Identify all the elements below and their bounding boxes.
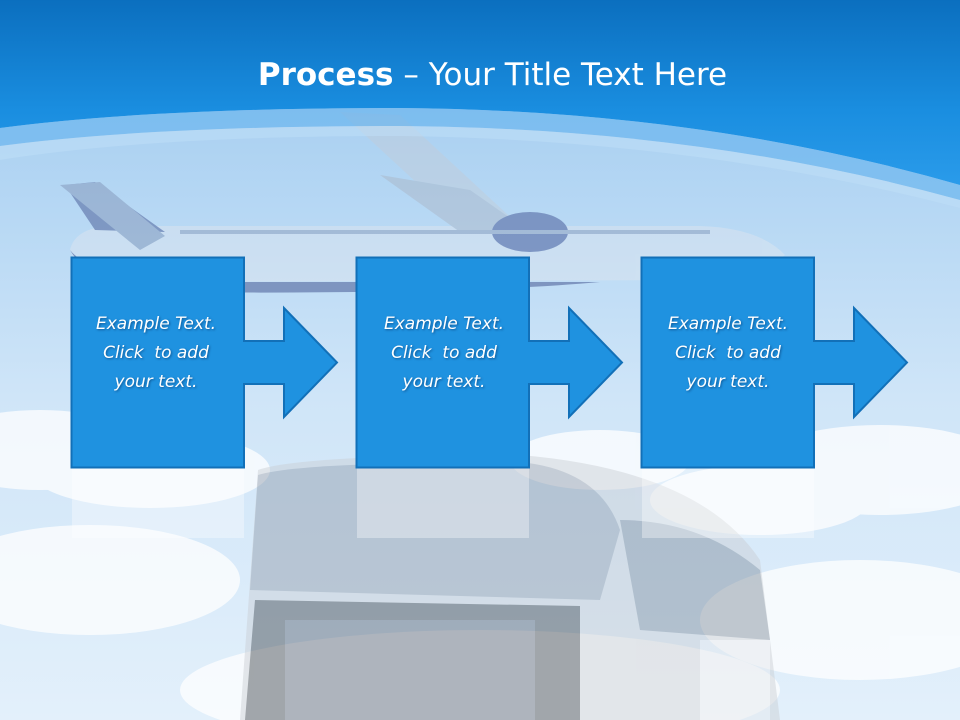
- step-1-line-1: Example Text.: [95, 314, 217, 334]
- step-3-line-2: Click to add: [675, 343, 781, 363]
- title-regular-text: Your Title Text Here: [428, 57, 728, 93]
- step-2-line-2: Click to add: [391, 343, 497, 363]
- step-2-line-3: your text.: [402, 372, 486, 392]
- process-step-3-shape[interactable]: [640, 256, 912, 469]
- airplane-image: [60, 112, 785, 293]
- process-step-1-text[interactable]: Example Text. Click to add your text.: [71, 310, 241, 397]
- step-1-line-2: Click to add: [103, 343, 209, 363]
- header-band: [0, 0, 960, 208]
- step-2-line-1: Example Text.: [383, 314, 505, 334]
- title-bold-text: Process: [257, 57, 394, 93]
- bus-image: [240, 455, 780, 720]
- step-3-line-1: Example Text.: [667, 314, 789, 334]
- step-3-line-3: your text.: [686, 372, 770, 392]
- process-step-3-text[interactable]: Example Text. Click to add your text.: [643, 310, 813, 397]
- box-reflections: [72, 468, 814, 538]
- process-step-2-text[interactable]: Example Text. Click to add your text.: [359, 310, 529, 397]
- process-step-2-shape[interactable]: [355, 256, 627, 469]
- process-step-1-shape[interactable]: [70, 256, 342, 469]
- title-dash: –: [393, 57, 429, 93]
- slide-title[interactable]: Process – Your Title Text Here: [0, 52, 960, 98]
- step-1-line-3: your text.: [114, 372, 198, 392]
